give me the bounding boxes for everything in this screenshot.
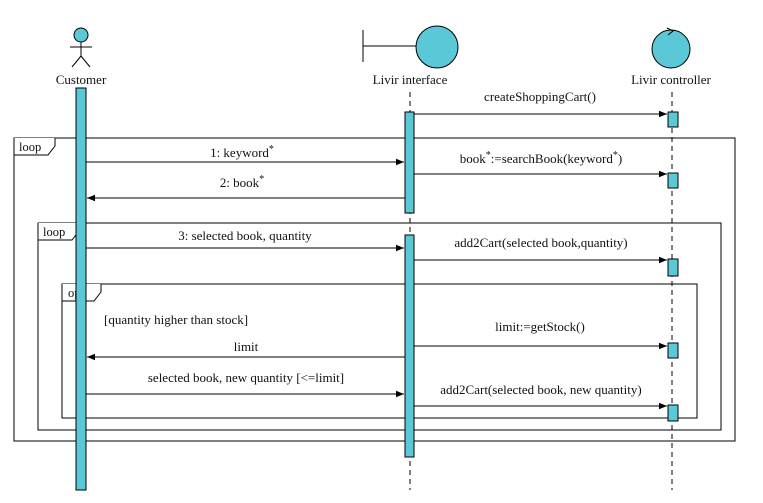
controller-label: Livir controller: [631, 72, 711, 87]
interface-activation-1: [404, 111, 415, 214]
customer-actor-icon: [70, 27, 92, 68]
message-getstock-label: limit:=getStock(): [495, 319, 585, 334]
interface-activation-2: [404, 234, 415, 458]
boundary-icon: [362, 25, 459, 69]
opt-fragment: opt: [61, 283, 698, 419]
controller-activation-1: [667, 111, 679, 128]
outer-loop-fragment: loop: [13, 137, 736, 442]
control-icon: [651, 27, 691, 69]
opt-guard: [quantity higher than stock]: [104, 312, 248, 327]
message-keyword-label: 1: keyword*: [210, 144, 274, 160]
message-add2cart-label: add2Cart(selected book,quantity): [454, 235, 627, 250]
message-book-label: 2: book*: [220, 174, 264, 190]
outer-loop-label: loop: [19, 140, 41, 154]
customer-activation-bar-front: [75, 87, 87, 491]
controller-activation-5: [667, 404, 679, 422]
controller-activation-3: [667, 258, 679, 277]
message-selected-new-label: selected book, new quantity [<=limit]: [148, 370, 344, 385]
message-limit-label: limit: [234, 339, 259, 354]
message-selected-label: 3: selected book, quantity: [178, 228, 312, 243]
inner-loop-label: loop: [43, 225, 65, 239]
message-search-label: book*:=searchBook(keyword*): [460, 150, 622, 166]
message-add2cart-new-label: add2Cart(selected book, new quantity): [440, 382, 641, 397]
controller-activation-4: [667, 342, 679, 359]
controller-activation-2: [667, 172, 679, 189]
customer-label: Customer: [56, 72, 107, 87]
message-create-label: createShoppingCart(): [484, 89, 596, 104]
interface-label: Livir interface: [373, 72, 448, 87]
